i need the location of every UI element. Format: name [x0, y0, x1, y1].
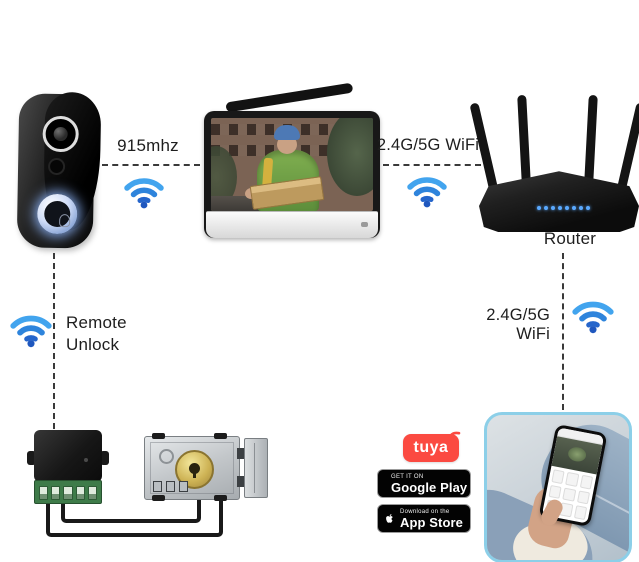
relay-mount-tab: [27, 451, 36, 465]
doorbell-button-core: [44, 200, 71, 228]
lock-mount-tab: [152, 495, 165, 501]
keyhole-slit: [193, 471, 196, 478]
wifi-icon: [124, 178, 164, 209]
bell-icon: [59, 214, 71, 228]
relay-mount-tab: [100, 451, 109, 465]
terminal: [75, 486, 85, 500]
router-antenna: [584, 94, 598, 188]
tree: [327, 118, 373, 196]
app-store-tagline: Download on the: [399, 508, 450, 515]
monitor-antenna: [225, 82, 354, 113]
lock-strike-plate: [244, 438, 268, 498]
google-play-name: Google Play: [391, 479, 468, 495]
lock-mount-tab: [214, 495, 227, 501]
courier-helmet: [274, 125, 300, 140]
apple-logo-icon: [386, 513, 394, 523]
lock-mount-tab: [152, 433, 165, 439]
remote-unlock-label: Remote Unlock: [66, 312, 127, 356]
relay-lock-wire-inner: [61, 499, 201, 523]
app-store-badge[interactable]: Download on the App Store: [377, 504, 471, 533]
video-subject: [566, 445, 588, 463]
keyhole-icon: [189, 463, 200, 474]
google-play-text: GET IT ON Google Play: [391, 474, 467, 494]
dashed-link-doorbell-monitor: [102, 164, 200, 166]
doorbell-lens-glass: [53, 126, 68, 142]
tuya-logo-text: tuya: [413, 439, 449, 456]
wifi-router: [479, 171, 639, 232]
strike-plate-groove: [254, 443, 255, 493]
app-store-text: Download on the App Store: [400, 509, 463, 529]
wifi-icon: [10, 315, 52, 348]
terminal: [39, 486, 49, 500]
lock-hinge: [237, 476, 244, 487]
app-store-name: App Store: [399, 514, 463, 530]
lock-screw: [159, 449, 174, 464]
google-play-badge[interactable]: GET IT ON Google Play: [377, 469, 471, 498]
wifi-icon: [572, 301, 614, 334]
monitor-power-button: [361, 222, 368, 227]
router-label: Router: [543, 229, 597, 248]
doorbell-monitor-link-label: 915mhz: [117, 136, 179, 155]
google-play-tagline: GET IT ON: [391, 473, 424, 480]
monitor-router-link-label: 2.4G/5G WiFi: [376, 136, 480, 154]
dashed-link-doorbell-lock: [53, 253, 55, 429]
tuya-curl-icon: [448, 431, 461, 442]
relay-indicator: [84, 458, 88, 462]
lock-face-plate: [150, 442, 234, 494]
lock-brass-cylinder: [175, 450, 214, 489]
wifi-icon: [407, 177, 447, 208]
app-phone-photo: [484, 412, 632, 562]
terminal: [63, 486, 73, 500]
remote-unlock-line1: Remote: [66, 313, 127, 332]
dashed-link-monitor-router: [383, 164, 481, 166]
terminal: [51, 486, 61, 500]
router-antenna: [517, 94, 531, 188]
electric-door-lock: [144, 436, 240, 500]
router-antenna: [616, 102, 639, 195]
router-status-leds: [537, 206, 590, 210]
monitor-screen: [211, 118, 373, 211]
tuya-logo: tuya: [403, 431, 461, 462]
router-phone-link-label: 2.4G/5G WiFi: [486, 306, 550, 343]
lock-vents: [153, 481, 188, 492]
video-doorbell: [11, 91, 106, 253]
terminal: [87, 486, 98, 500]
unlock-relay-module: [34, 430, 102, 482]
relay-lock-wire-outer: [46, 499, 223, 537]
relay-terminal-board: [34, 480, 102, 504]
monitor-chin: [206, 211, 378, 238]
dashed-link-router-phone: [562, 253, 564, 410]
lock-hinge: [237, 448, 244, 459]
lock-mount-tab: [214, 433, 227, 439]
remote-unlock-line2: Unlock: [66, 335, 120, 354]
